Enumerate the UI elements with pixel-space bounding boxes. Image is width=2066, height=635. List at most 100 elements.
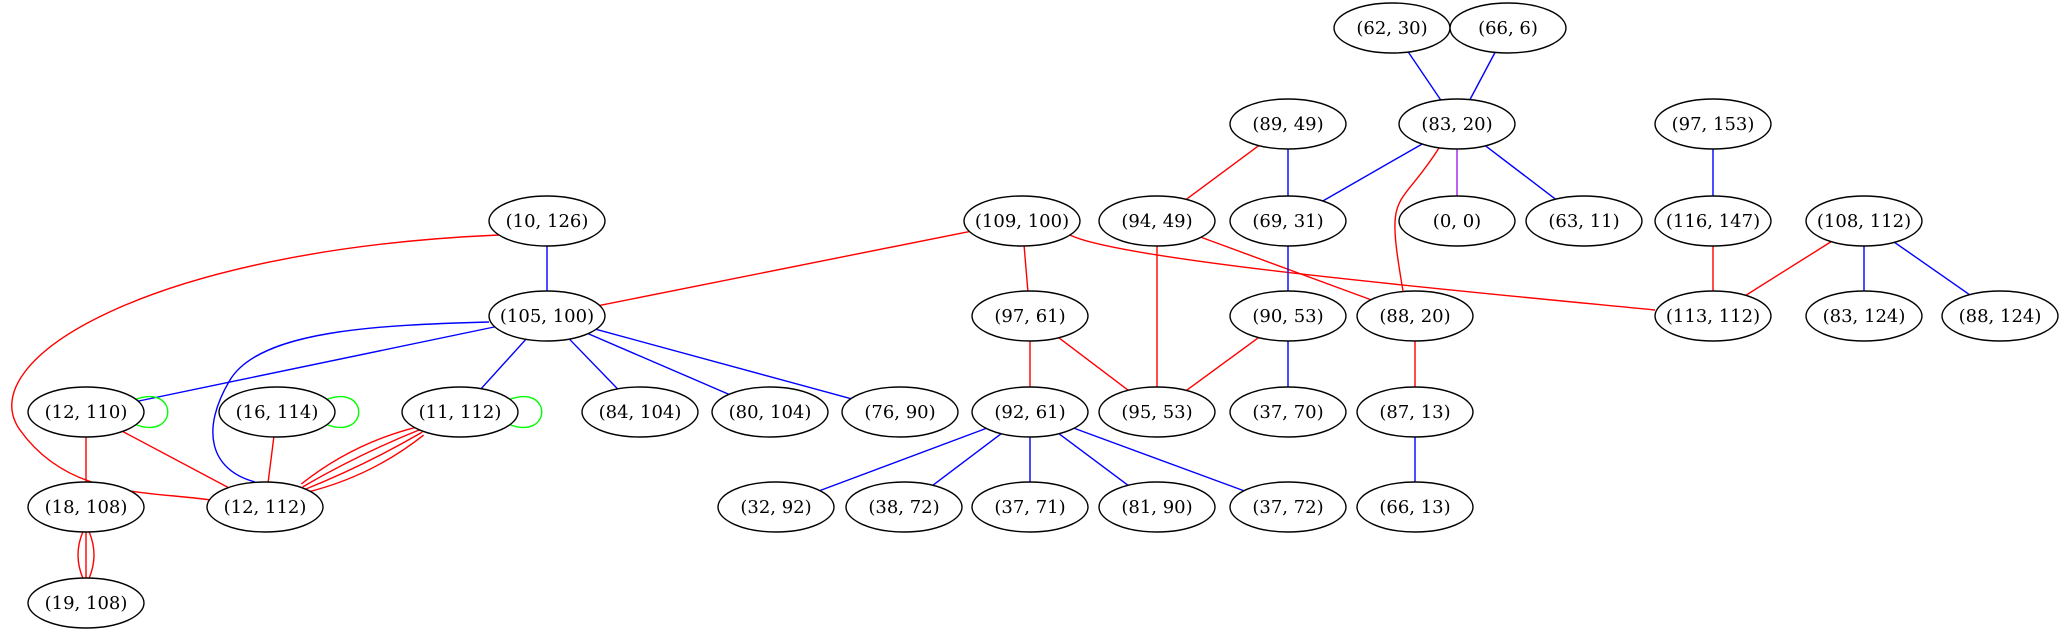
node-label: (108, 112)	[1817, 211, 1911, 232]
node-label: (92, 61)	[994, 402, 1065, 423]
node-ellipse	[1805, 290, 1923, 342]
node-n113_112: (113, 112)	[1654, 290, 1772, 342]
node-label: (84, 104)	[599, 402, 682, 423]
edge-n94_49-n88_20	[1200, 236, 1372, 301]
edge-n66_6-n83_20	[1469, 52, 1496, 100]
node-ellipse	[1525, 195, 1643, 247]
edge-n83_20-n88_20	[1394, 147, 1440, 292]
node-label: (32, 92)	[740, 497, 811, 518]
node-n95_53: (95, 53)	[1098, 386, 1216, 438]
node-n81_90: (81, 90)	[1098, 481, 1216, 533]
edge-n109_100-n97_61	[1023, 245, 1029, 292]
node-n16_114: (16, 114)	[218, 386, 336, 438]
edge-n105_100-n11_112	[480, 338, 527, 390]
edge-n92_61-n81_90	[1058, 433, 1129, 486]
node-n92_61: (92, 61)	[971, 386, 1089, 438]
node-label: (76, 90)	[864, 402, 935, 423]
node-ellipse	[1654, 195, 1772, 247]
edge-n83_20-n63_11	[1485, 145, 1556, 200]
node-ellipse	[27, 577, 145, 629]
node-ellipse	[206, 481, 324, 533]
node-ellipse	[1229, 481, 1347, 533]
node-n11_112: (11, 112)	[401, 386, 519, 438]
node-label: (97, 153)	[1672, 114, 1755, 135]
node-ellipse	[711, 386, 829, 438]
node-ellipse	[1229, 195, 1347, 247]
node-ellipse	[581, 386, 699, 438]
edge-n11_112-n12_112	[305, 434, 425, 494]
node-ellipse	[27, 386, 145, 438]
node-label: (66, 13)	[1379, 497, 1450, 518]
edges-layer	[11, 51, 1970, 579]
node-ellipse	[1449, 2, 1567, 54]
node-ellipse	[963, 195, 1081, 247]
node-label: (66, 6)	[1478, 18, 1538, 39]
node-label: (80, 104)	[729, 402, 812, 423]
node-n63_11: (63, 11)	[1525, 195, 1643, 247]
node-ellipse	[1356, 481, 1474, 533]
node-label: (16, 114)	[236, 402, 319, 423]
edge-n90_53-n95_53	[1185, 336, 1260, 392]
edge-n89_49-n94_49	[1185, 145, 1260, 200]
edge-n105_100-n12_112	[212, 321, 490, 483]
node-n38_72: (38, 72)	[845, 481, 963, 533]
node-ellipse	[971, 386, 1089, 438]
node-label: (0, 0)	[1433, 211, 1481, 232]
node-n19_108: (19, 108)	[27, 577, 145, 629]
node-n94_49: (94, 49)	[1098, 195, 1216, 247]
node-n97_153: (97, 153)	[1654, 98, 1772, 150]
node-label: (88, 124)	[1959, 306, 2042, 327]
edge-n109_100-n113_112	[1069, 234, 1656, 311]
edge-n83_20-n69_31	[1322, 143, 1423, 202]
node-label: (97, 61)	[994, 306, 1065, 327]
node-n66_6: (66, 6)	[1449, 2, 1567, 54]
node-n89_49: (89, 49)	[1229, 98, 1347, 150]
node-label: (11, 112)	[419, 402, 502, 423]
node-label: (63, 11)	[1548, 211, 1619, 232]
node-ellipse	[488, 290, 606, 342]
node-n108_112: (108, 112)	[1805, 195, 1923, 247]
node-ellipse	[1654, 290, 1772, 342]
node-ellipse	[1805, 195, 1923, 247]
node-n80_104: (80, 104)	[711, 386, 829, 438]
edge-n11_112-n12_112	[303, 431, 423, 491]
edge-n105_100-n76_90	[595, 328, 852, 400]
node-ellipse	[1398, 98, 1516, 150]
node-n18_108: (18, 108)	[27, 481, 145, 533]
node-label: (87, 13)	[1379, 402, 1450, 423]
node-n88_20: (88, 20)	[1356, 290, 1474, 342]
node-ellipse	[717, 481, 835, 533]
node-ellipse	[845, 481, 963, 533]
edge-n62_30-n83_20	[1407, 51, 1442, 101]
node-n88_124: (88, 124)	[1941, 290, 2059, 342]
edge-n109_100-n105_100	[599, 230, 970, 307]
node-n83_124: (83, 124)	[1805, 290, 1923, 342]
node-n116_147: (116, 147)	[1654, 195, 1772, 247]
node-n97_61: (97, 61)	[971, 290, 1089, 342]
node-ellipse	[1229, 98, 1347, 150]
node-label: (83, 20)	[1421, 114, 1492, 135]
edge-n97_61-n95_53	[1058, 337, 1129, 391]
node-label: (105, 100)	[500, 306, 594, 327]
node-ellipse	[1356, 290, 1474, 342]
edge-n105_100-n84_104	[568, 338, 619, 390]
edge-n11_112-n12_112	[302, 428, 422, 488]
edge-n92_61-n32_92	[819, 427, 987, 492]
node-label: (109, 100)	[975, 211, 1069, 232]
node-label: (19, 108)	[45, 593, 128, 614]
node-ellipse	[841, 386, 959, 438]
edge-n92_61-n37_72	[1073, 427, 1245, 492]
node-ellipse	[1654, 98, 1772, 150]
node-n66_13: (66, 13)	[1356, 481, 1474, 533]
node-n37_70: (37, 70)	[1229, 386, 1347, 438]
node-label: (69, 31)	[1252, 211, 1323, 232]
node-label: (10, 126)	[506, 211, 589, 232]
node-ellipse	[971, 290, 1089, 342]
edge-n108_112-n88_124	[1894, 241, 1970, 296]
node-n69_31: (69, 31)	[1229, 195, 1347, 247]
node-n12_110: (12, 110)	[27, 386, 145, 438]
node-ellipse	[1356, 386, 1474, 438]
node-label: (81, 90)	[1121, 497, 1192, 518]
node-ellipse	[971, 481, 1089, 533]
